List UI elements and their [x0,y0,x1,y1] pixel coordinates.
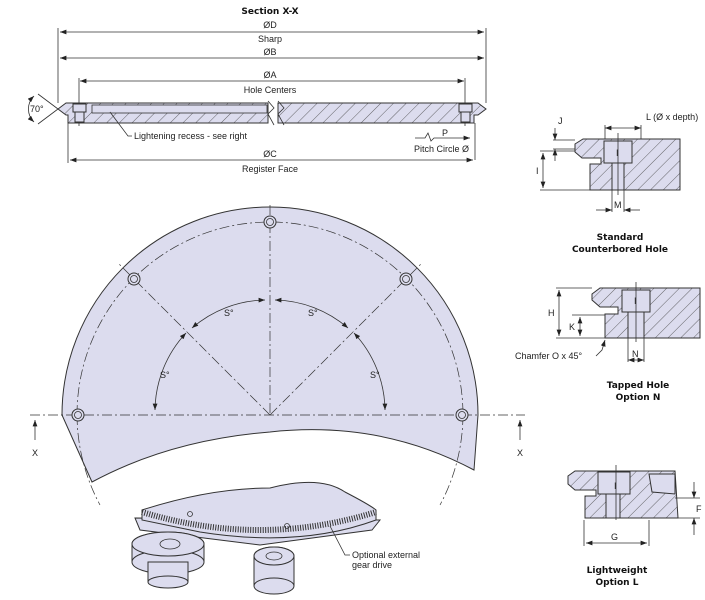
dim-a-label: ØA [263,70,276,80]
f-dim-label: F [696,504,702,514]
j-dim-label: J [558,116,563,126]
gear-drive-illustration: Optional external gear drive [131,481,420,595]
dim-c-label: ØC [263,149,277,159]
i-dim-label: I [536,166,539,176]
h-dim-label: H [548,308,555,318]
l-dim-label: L (Ø x depth) [646,112,698,122]
i-marker: I [634,296,637,306]
section-title: Section X-X [241,7,298,17]
mounting-hole [71,408,85,422]
standard-title-2: Counterbored Hole [572,245,668,255]
i-marker: I [616,148,619,158]
gear-drive-label-1: Optional external [352,550,420,560]
gear-drive-label-2: gear drive [352,560,392,570]
chamfer-label: Chamfer O x 45° [515,351,583,361]
tapped-title-2: Option N [616,393,661,403]
s-angle-label: S° [308,308,318,318]
p-label: P [442,128,448,138]
plan-view: S° S° S° S° X X Optional ex [30,205,525,595]
x-marker-left: X [32,448,38,458]
n-dim-label: N [632,349,639,359]
mounting-hole [127,272,141,286]
lightening-label: Lightening recess - see right [134,131,248,141]
mounting-hole [263,215,277,229]
dim-b-label: ØB [263,47,276,57]
mounting-hole [399,272,413,286]
detail-lightweight: I F G Lightweight Option L [567,465,702,588]
i-marker: I [614,481,617,491]
section-view: Section X-X ØD Sharp ØB ØA Hole Centers … [27,7,487,174]
register-face-label: Register Face [242,164,298,174]
angle-label: 70° [30,104,44,114]
g-dim-label: G [611,532,618,542]
sharp-label: Sharp [258,34,282,44]
tapped-title-1: Tapped Hole [607,381,670,391]
mounting-hole [455,408,469,422]
lightening-recess [91,104,268,114]
s-angle-label: S° [224,308,234,318]
lightweight-title-1: Lightweight [587,566,648,576]
detail-standard-counterbored: L (Ø x depth) J I I M Standard Counterbo… [536,112,698,255]
k-dim-label: K [569,322,575,332]
x-marker-right: X [517,448,523,458]
s-angle-label: S° [370,370,380,380]
hole-centers-label: Hole Centers [244,85,297,95]
s-angle-label: S° [160,370,170,380]
lightweight-title-2: Option L [596,578,639,588]
detail-tapped-hole: I H K N Chamfer O x 45° Tapped Hole Opti… [515,282,701,403]
pitch-circle-label: Pitch Circle Ø [414,144,469,154]
pitch-circle-line [76,221,464,416]
plate-section-right [277,102,487,124]
m-dim-label: M [614,200,622,210]
dim-d-label: ØD [263,20,277,30]
standard-title-1: Standard [597,233,644,243]
